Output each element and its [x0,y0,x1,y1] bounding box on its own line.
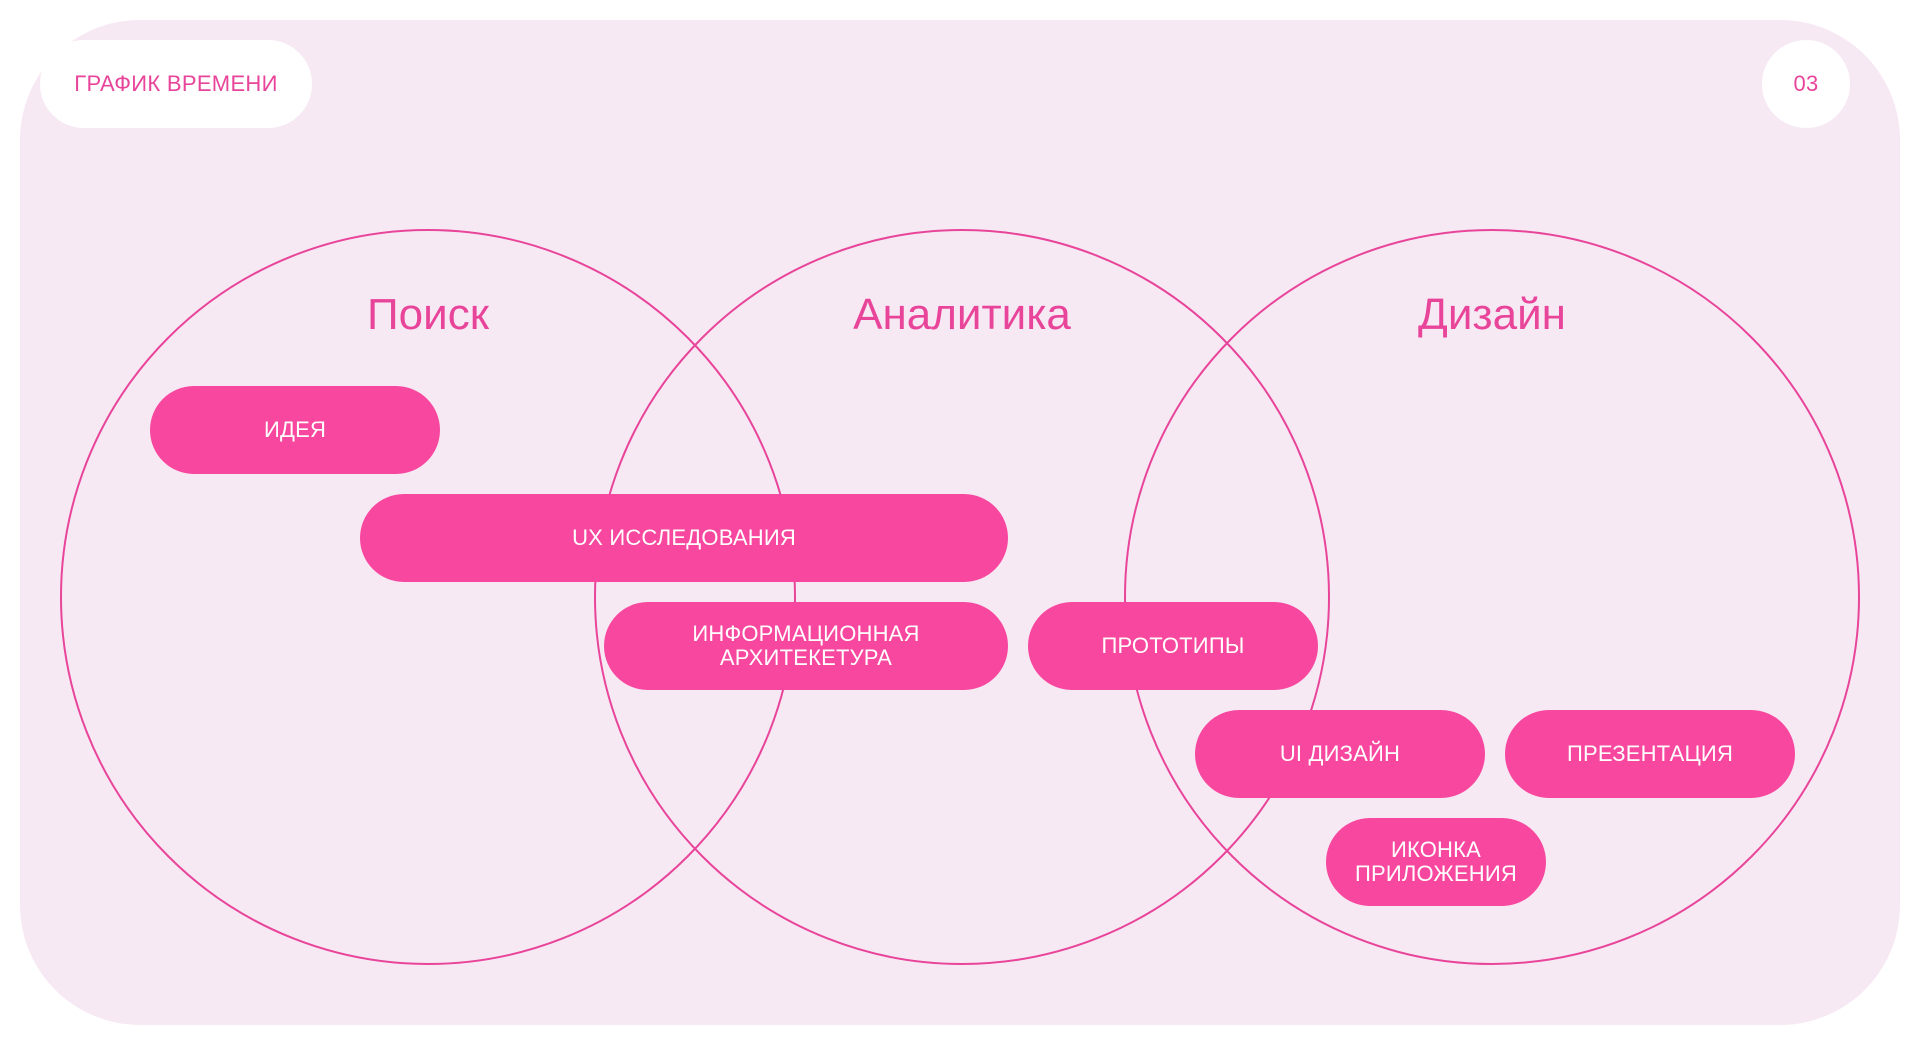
task-idea: ИДЕЯ [150,386,440,474]
task-ux-research: UX ИССЛЕДОВАНИЯ [360,494,1008,582]
stage-circle-search [60,229,796,965]
stage-circle-analytics [594,229,1330,965]
task-ui-design: UI ДИЗАЙН [1195,710,1485,798]
task-information-architecture: ИНФОРМАЦИОННАЯ АРХИТЕКЕТУРА [604,602,1008,690]
page-number: 03 [1793,71,1819,96]
task-prototypes: ПРОТОТИПЫ [1028,602,1318,690]
task-presentation: ПРЕЗЕНТАЦИЯ [1505,710,1795,798]
section-title: ГРАФИК ВРЕМЕНИ [74,71,278,96]
stage-title-design: Дизайн [1418,290,1566,339]
stage-title-search: Поиск [367,290,489,339]
stage-title-analytics: Аналитика [853,290,1071,339]
stage-circle-design [1124,229,1860,965]
section-title-pill: ГРАФИК ВРЕМЕНИ [40,40,312,128]
page-number-badge: 03 [1762,40,1850,128]
task-app-icon: ИКОНКА ПРИЛОЖЕНИЯ [1326,818,1546,906]
